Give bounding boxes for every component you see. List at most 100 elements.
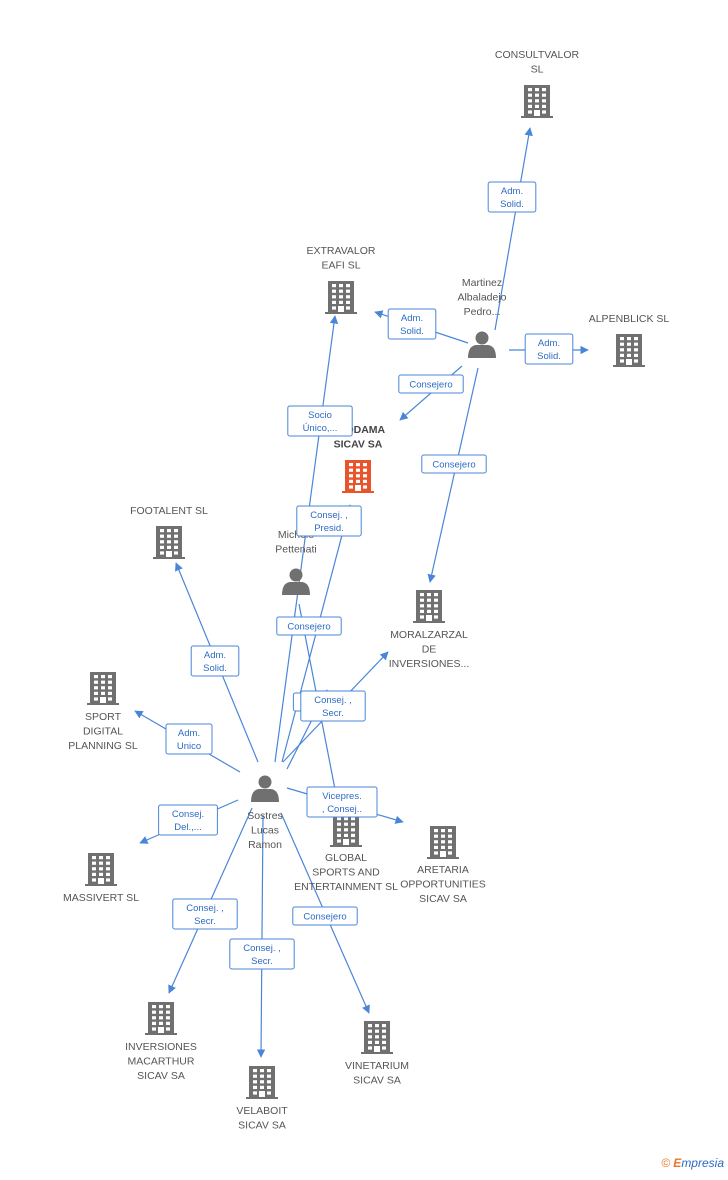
- edge-label-text: Del.,...: [174, 822, 201, 833]
- node-label: DIGITAL: [83, 726, 123, 738]
- edge-label-martinez-extravalor[interactable]: Adm.Solid.: [387, 308, 437, 340]
- person-icon: [468, 331, 496, 358]
- edge-label-sostres-sport[interactable]: Adm.Unico: [165, 723, 213, 755]
- person-icon: [251, 775, 279, 802]
- node-moralzarzal[interactable]: MORALZARZAL DE INVERSIONES...: [389, 590, 470, 670]
- node-label: MASSIVERT SL: [63, 892, 139, 904]
- edge-label-text: Adm.: [501, 186, 523, 197]
- node-massivert[interactable]: MASSIVERT SL: [63, 853, 139, 904]
- edge-label-text: Solid.: [537, 351, 561, 362]
- node-label: SPORTS AND: [312, 867, 380, 879]
- node-label: Pedro...: [464, 306, 501, 318]
- node-label: DE: [422, 644, 437, 656]
- edge-label-sostres-aretaria[interactable]: Vicepres. , Consej..: [306, 786, 378, 818]
- building-icon: [413, 590, 445, 623]
- node-martinez[interactable]: MartinezAlbaladejoPedro...: [457, 277, 507, 358]
- edge-label-text: Consejero: [409, 380, 452, 391]
- building-icon: [330, 814, 362, 847]
- edge-label-text: Consejero: [287, 622, 330, 633]
- node-footalent[interactable]: FOOTALENT SL: [130, 505, 208, 559]
- node-alpenblick[interactable]: ALPENBLICK SL: [589, 313, 670, 367]
- edge-label-text: Consej. ,: [243, 943, 281, 954]
- edge-label-sostres-extravalor[interactable]: SocioÚnico,...: [287, 405, 353, 437]
- node-label: GLOBAL: [325, 852, 367, 864]
- building-icon: [153, 526, 185, 559]
- edge-label-sostres-vinetarium[interactable]: Consejero: [292, 906, 358, 926]
- node-label: SICAV SA: [137, 1070, 185, 1082]
- edge-labels-layer: Adm.Solid.Adm.Solid.Adm.Solid.ConsejeroC…: [158, 181, 574, 970]
- edge-label-text: Adm.: [538, 338, 560, 349]
- edge-label-sostres-macarthur[interactable]: Consej. ,Secr.: [172, 898, 238, 930]
- building-icon: [145, 1002, 177, 1035]
- node-label: OPPORTUNITIES: [400, 879, 486, 891]
- node-label: INVERSIONES...: [389, 658, 470, 670]
- edge-label-sostres-velaboit[interactable]: Consej. , Secr.: [229, 938, 295, 970]
- building-icon: [613, 334, 645, 367]
- node-label: SICAV SA: [353, 1075, 401, 1087]
- edge-label-michele-global[interactable]: Consejero: [276, 616, 342, 636]
- edge-label-text: , Consej..: [322, 804, 362, 815]
- edge-label-sostres-tgodama[interactable]: Consej. ,Presid.: [296, 505, 362, 537]
- building-icon: [427, 826, 459, 859]
- copyright-symbol: ©: [661, 1156, 671, 1170]
- edge-martinez-moralzarzal: [427, 367, 479, 583]
- node-aretaria[interactable]: ARETARIA OPPORTUNITIES SICAV SA: [400, 826, 486, 905]
- node-label: SL: [531, 64, 544, 76]
- node-label: Pettenati: [275, 544, 316, 556]
- building-icon: [87, 672, 119, 705]
- building-icon: [325, 281, 357, 314]
- edge-label-martinez-consultvalor[interactable]: Adm. Solid.: [487, 181, 537, 213]
- building-icon: [85, 853, 117, 886]
- brand-initial: E: [673, 1156, 682, 1170]
- node-label: VINETARIUM: [345, 1060, 409, 1072]
- node-label: Sostres: [247, 810, 283, 822]
- edge-label-text: Consejero: [432, 460, 475, 471]
- node-label: SICAV SA: [238, 1120, 286, 1132]
- edge-label-text: Adm.: [178, 728, 200, 739]
- focus-building-icon: [342, 460, 374, 493]
- node-label: SICAV SA: [419, 893, 467, 905]
- node-label: ENTERTAINMENT SL: [294, 881, 398, 893]
- node-vinetarium[interactable]: VINETARIUM SICAV SA: [345, 1021, 409, 1087]
- node-label: Albaladejo: [457, 292, 506, 304]
- edge-label-text: Secr.: [251, 956, 273, 967]
- building-icon: [361, 1021, 393, 1054]
- brand-name: mpresia: [681, 1156, 724, 1170]
- edge-label-text: Secr.: [322, 708, 344, 719]
- edge-label-sostres-massivert[interactable]: Consej. Del.,...: [158, 804, 218, 836]
- edge-label-text: Solid.: [500, 199, 524, 210]
- edge-label-martinez-moralzarzal[interactable]: Consejero: [421, 454, 487, 474]
- edge-label-text: Solid.: [203, 663, 227, 674]
- edge-label-text: Solid.: [400, 326, 424, 337]
- empresia-footer[interactable]: ©Empresia: [661, 1156, 724, 1170]
- edge-label-text: Consej.: [172, 809, 204, 820]
- edge-label-text: Consej. ,: [310, 510, 348, 521]
- edge-label-text: Consejero: [303, 912, 346, 923]
- edge-label-text: Único,...: [303, 423, 338, 434]
- node-label: Lucas: [251, 825, 279, 837]
- edge-label-sostres-global[interactable]: Consej. , Secr.: [300, 690, 366, 722]
- node-label: ALPENBLICK SL: [589, 313, 670, 325]
- edge-label-text: Adm.: [204, 650, 226, 661]
- edge-label-martinez-tgodama[interactable]: Consejero: [398, 374, 464, 394]
- node-label: ARETARIA: [417, 864, 469, 876]
- edge-label-text: Vicepres.: [322, 791, 361, 802]
- node-label: SICAV SA: [334, 439, 383, 451]
- edge-label-sostres-footalent[interactable]: Adm. Solid.: [190, 645, 240, 677]
- node-label: PLANNING SL: [68, 740, 138, 752]
- node-label: MORALZARZAL: [390, 629, 468, 641]
- edge-label-text: Consej. ,: [314, 695, 352, 706]
- node-global[interactable]: GLOBAL SPORTS AND ENTERTAINMENT SL: [294, 814, 398, 893]
- edge-label-martinez-alpenblick[interactable]: Adm. Solid.: [524, 333, 574, 365]
- node-label: EXTRAVALOR: [306, 245, 375, 257]
- person-icon: [282, 568, 310, 595]
- edge-label-text: Consej. ,: [186, 903, 224, 914]
